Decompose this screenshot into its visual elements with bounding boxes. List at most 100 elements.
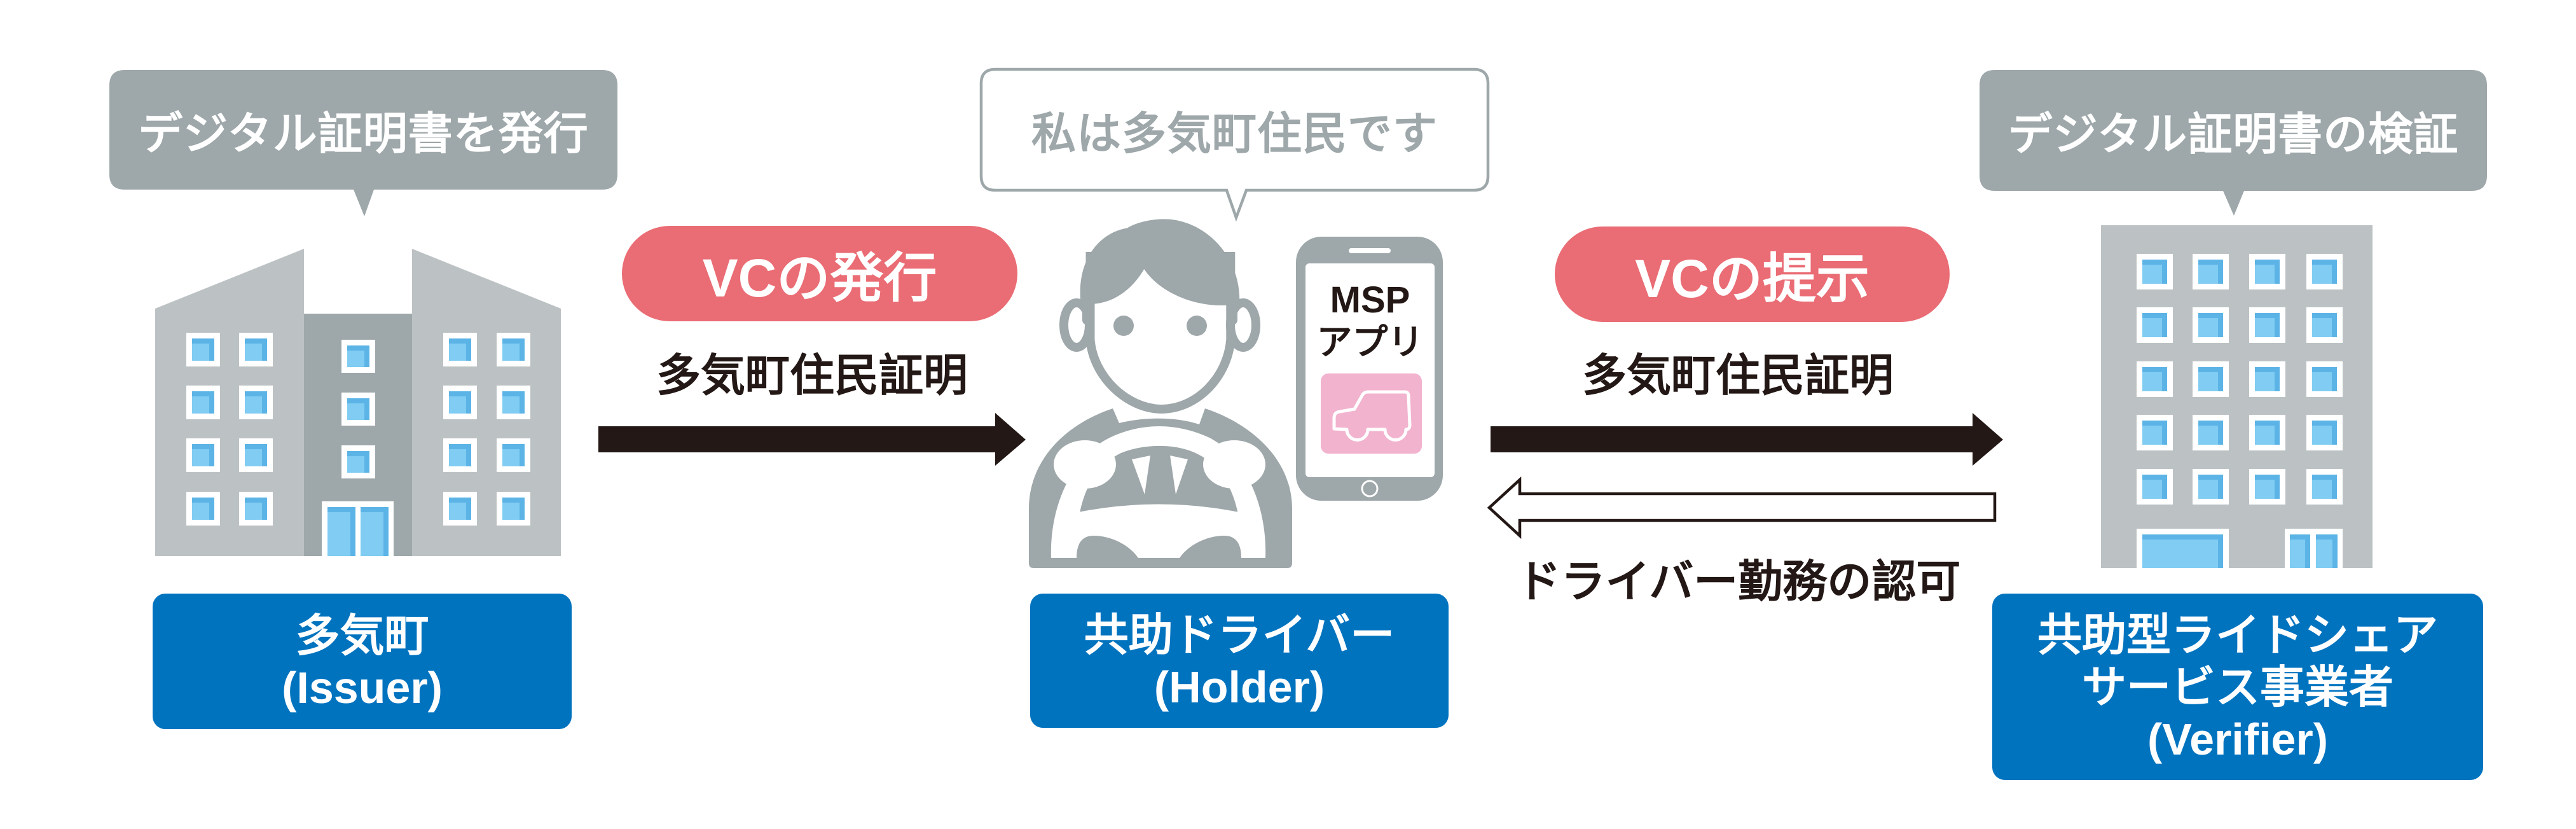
window-glass-shade	[2312, 260, 2337, 265]
window	[497, 333, 530, 366]
window-glass-shade	[2218, 480, 2223, 499]
window	[443, 333, 477, 366]
building-left-wing	[155, 249, 304, 556]
window	[2137, 307, 2173, 343]
window	[497, 386, 530, 419]
window-glass	[2142, 534, 2223, 568]
window-glass-shade	[2218, 318, 2223, 337]
window-glass-shade	[2142, 475, 2167, 480]
window-glass-shade	[364, 351, 369, 367]
window	[2137, 469, 2173, 505]
window	[341, 340, 375, 373]
window-glass-shade	[466, 396, 471, 414]
window-glass-shade	[2275, 480, 2280, 499]
window-glass-shade	[262, 449, 267, 466]
window-glass-shade	[2290, 534, 2310, 540]
window-glass-shade	[2162, 372, 2167, 391]
window-glass-shade	[2275, 318, 2280, 337]
window-glass-shade	[2198, 313, 2223, 318]
sideburn-right	[1227, 294, 1237, 325]
window	[186, 438, 220, 472]
window-glass-shade	[2142, 534, 2223, 540]
window	[2249, 469, 2285, 505]
window	[2193, 307, 2229, 343]
vc-issue-badge: VCの発行	[622, 226, 1017, 321]
window-glass-shade	[2142, 313, 2167, 318]
window-glass-shade	[2162, 480, 2167, 499]
storefront-window	[2137, 529, 2229, 568]
window	[2193, 254, 2229, 289]
app-name-line2: アプリ	[1316, 322, 1424, 362]
window	[2306, 307, 2343, 343]
window-glass-shade	[2305, 540, 2310, 568]
window	[497, 438, 530, 472]
window-glass-shade	[2332, 480, 2337, 499]
window-glass-shade	[2198, 260, 2223, 265]
window	[2249, 361, 2285, 397]
window-glass-shade	[2332, 540, 2338, 568]
window-glass-shade	[520, 344, 525, 361]
window-glass-shade	[209, 344, 214, 361]
window-glass-shade	[449, 391, 471, 396]
window-glass-shade	[2218, 426, 2223, 445]
window	[497, 492, 530, 526]
arrow-left-outline-icon	[1487, 476, 1997, 540]
window-glass-shade	[350, 512, 355, 556]
window-glass-shade	[2255, 367, 2280, 372]
window-glass-shade	[2312, 421, 2337, 426]
window-glass-shade	[2275, 426, 2280, 445]
window-glass-shade	[2255, 313, 2280, 318]
window	[443, 492, 477, 526]
window-glass-shade	[449, 338, 471, 344]
window-glass-shade	[2332, 372, 2337, 391]
window	[239, 333, 273, 366]
office-building-icon	[155, 249, 561, 556]
window	[2137, 415, 2173, 450]
window-glass-shade	[2162, 426, 2167, 445]
window-glass-shade	[449, 498, 471, 503]
window-glass-shade	[2218, 540, 2223, 568]
window-glass-shade	[2255, 421, 2280, 426]
window-glass-shade	[2312, 475, 2337, 480]
window-glass-shade	[449, 444, 471, 449]
window-glass-shade	[209, 503, 214, 520]
window	[186, 492, 220, 526]
window	[443, 386, 477, 419]
window-glass-shade	[245, 444, 267, 449]
window	[341, 393, 375, 426]
window-glass-shade	[2312, 313, 2337, 318]
window-glass-shade	[2332, 265, 2337, 284]
window-glass-shade	[520, 396, 525, 414]
holder-bubble-text: 私は多気町住民です	[1031, 108, 1438, 158]
window-glass-shade	[2198, 475, 2223, 480]
phone-speaker	[1349, 248, 1391, 253]
window-glass-shade	[2275, 265, 2280, 284]
window-glass-shade	[2312, 367, 2337, 372]
window	[443, 438, 477, 472]
verifier-label-name-2: サービス事業者	[2082, 662, 2393, 712]
smartphone-icon	[1296, 237, 1443, 501]
issuer-label: 多気町 (Issuer)	[153, 594, 572, 729]
verifier-bubble-text: デジタル証明書の検証	[2008, 109, 2459, 159]
window-glass-shade	[262, 344, 267, 361]
issuer-speech-bubble	[109, 70, 617, 216]
person-knee-right	[1180, 536, 1241, 558]
eye-right	[1187, 316, 1207, 336]
collar-left	[1132, 456, 1150, 494]
authorization-flow-caption: ドライバー勤務の認可	[1516, 557, 1961, 606]
eye-left	[1113, 316, 1134, 336]
window-glass-shade	[347, 345, 369, 351]
window-glass-shade	[2218, 372, 2223, 391]
issue-flow-caption: 多気町住民証明	[656, 351, 968, 400]
car-icon	[1332, 390, 1412, 442]
window-glass-shade	[327, 507, 355, 512]
window-glass-shade	[520, 449, 525, 466]
window-glass-shade	[2255, 260, 2280, 265]
window	[2193, 361, 2229, 397]
issuer-label-name: 多気町	[295, 610, 429, 660]
window	[2249, 415, 2285, 450]
window-glass-shade	[2162, 318, 2167, 337]
collar-right	[1170, 456, 1188, 494]
person-hair	[1080, 219, 1240, 306]
